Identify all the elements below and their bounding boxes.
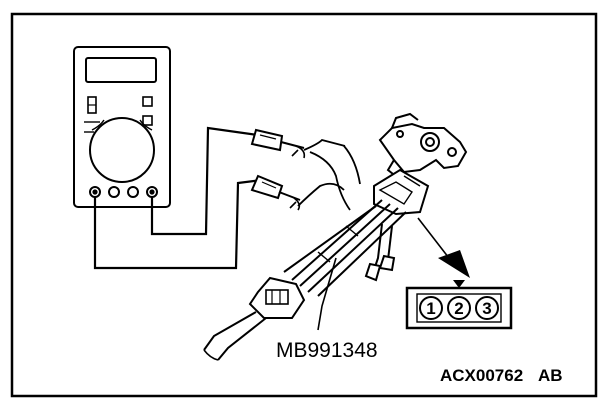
test-harness bbox=[203, 199, 407, 361]
multimeter-display bbox=[85, 57, 157, 83]
pin-1-label: 1 bbox=[426, 299, 435, 318]
multimeter-button-bottom bbox=[142, 115, 153, 126]
lower-probe bbox=[250, 174, 301, 211]
connector-pin-diagram: 1 2 3 bbox=[405, 280, 513, 330]
figure-border bbox=[10, 12, 598, 398]
figure-code-suffix: AB bbox=[538, 366, 563, 385]
tool-part-number: MB991348 bbox=[276, 339, 378, 362]
pin-3: 3 bbox=[475, 296, 499, 320]
multimeter-body bbox=[73, 46, 171, 208]
connector-pointer bbox=[417, 217, 470, 278]
multimeter-jack-2 bbox=[108, 186, 120, 198]
tool-leader bbox=[317, 257, 337, 331]
figure-code: ACX00762 bbox=[440, 366, 523, 385]
multimeter-icon bbox=[73, 46, 171, 208]
pin-1: 1 bbox=[419, 296, 443, 320]
clip-leads bbox=[297, 138, 361, 211]
pin-2: 2 bbox=[447, 296, 471, 320]
multimeter-dial bbox=[89, 117, 155, 183]
pin-3-label: 3 bbox=[482, 299, 491, 318]
meter-lead-wires bbox=[93, 126, 263, 270]
pin-2-label: 2 bbox=[454, 299, 463, 318]
multimeter-button-top bbox=[142, 96, 153, 107]
multimeter-jack-3 bbox=[127, 186, 139, 198]
upper-probe bbox=[250, 128, 306, 159]
throttle-position-sensor-icon bbox=[373, 112, 468, 216]
connector-key-mark bbox=[453, 280, 465, 288]
